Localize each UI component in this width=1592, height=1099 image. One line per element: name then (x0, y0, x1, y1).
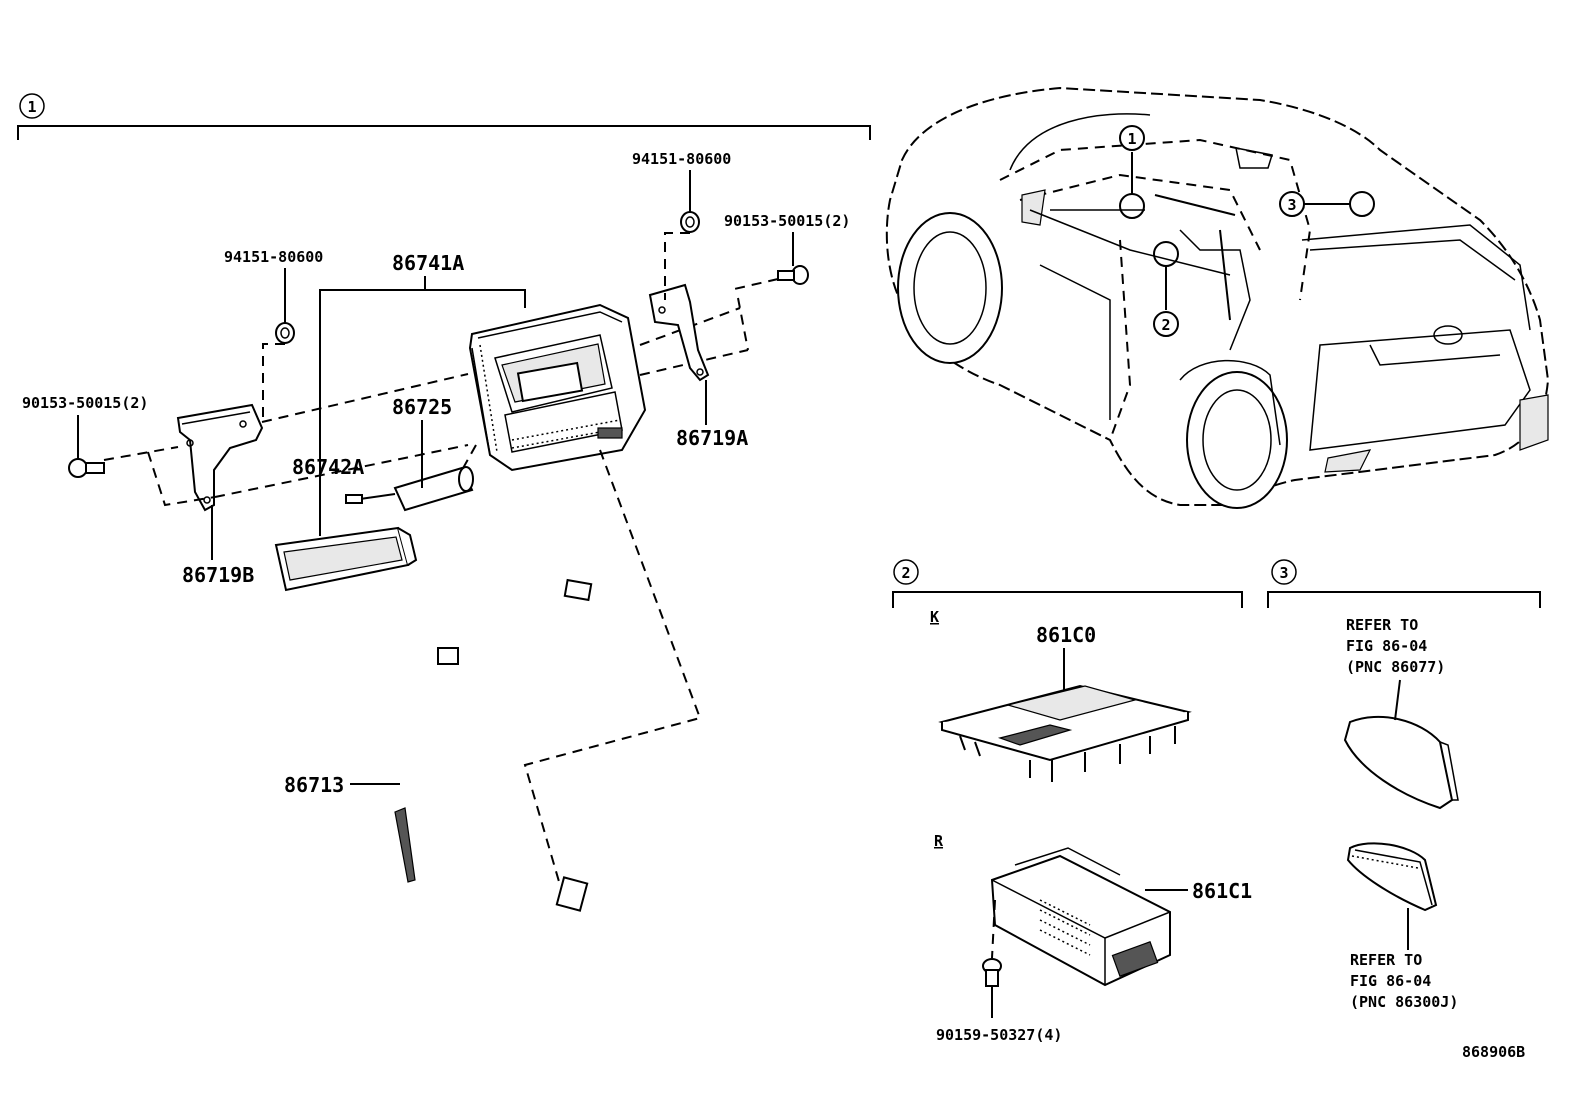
section-3-marker: 3 (1279, 564, 1288, 582)
bolt-90153-right[interactable] (777, 265, 809, 285)
bolt-90159[interactable] (982, 958, 1002, 987)
label-861c0: 861C0 (1036, 623, 1096, 647)
display-unit-86741a[interactable] (468, 303, 647, 472)
variant-r-label: R (934, 832, 944, 850)
reference-note-86077: REFER TO FIG 86-04 (PNC 86077) (1346, 616, 1445, 676)
label-86742a: 86742A (292, 455, 364, 479)
ref1-line1: REFER TO (1346, 616, 1418, 634)
ref2-line1: REFER TO (1350, 951, 1422, 969)
ref1-line3: (PNC 86077) (1346, 658, 1445, 676)
vehicle-callout-1-label: 1 (1127, 130, 1136, 148)
label-861c1: 861C1 (1192, 879, 1252, 903)
label-94151-left: 94151-80600 (224, 248, 323, 266)
label-86713: 86713 (284, 773, 344, 797)
section-3-header: 3 (1267, 559, 1541, 608)
section-2-marker: 2 (901, 564, 910, 582)
label-94151-top: 94151-80600 (632, 150, 731, 168)
bracket-86719b[interactable] (176, 403, 264, 512)
vehicle-illustration (885, 86, 1550, 509)
frame-86742a[interactable] (274, 526, 418, 592)
label-90153-left: 90153-50015(2) (22, 394, 148, 412)
ref2-line2: FIG 86-04 (1350, 972, 1431, 990)
label-86725: 86725 (392, 395, 452, 419)
bolt-90153-left[interactable] (68, 458, 105, 478)
clip-94151-left[interactable] (275, 322, 295, 344)
vehicle-callout-2: 2 (1153, 241, 1179, 337)
label-86741a: 86741A (392, 251, 464, 275)
label-90153-right: 90153-50015(2) (724, 212, 850, 230)
label-86719b: 86719B (182, 563, 254, 587)
vehicle-callout-3: 3 (1279, 191, 1375, 217)
reference-note-86300j: REFER TO FIG 86-04 (PNC 86300J) (1350, 951, 1458, 1011)
bracket-86719a[interactable] (648, 283, 710, 382)
section-1-header: 1 (17, 93, 871, 140)
antenna-86300j (1346, 842, 1438, 912)
module-861c1[interactable] (990, 847, 1171, 987)
module-861c0[interactable] (938, 684, 1192, 782)
figure-id: 868906B (1462, 1043, 1525, 1061)
vehicle-callout-3-label: 3 (1287, 196, 1296, 214)
vehicle-callout-1: 1 (1119, 125, 1145, 219)
variant-k-label: K (930, 608, 939, 626)
ref2-line3: (PNC 86300J) (1350, 993, 1458, 1011)
section-1-marker: 1 (27, 98, 36, 116)
label-86719a: 86719A (676, 426, 748, 450)
vehicle-callout-2-label: 2 (1161, 316, 1170, 334)
label-90159: 90159-50327(4) (936, 1026, 1062, 1044)
clip-94151-top[interactable] (680, 211, 700, 233)
ref1-line2: FIG 86-04 (1346, 637, 1427, 655)
module-86725[interactable] (345, 466, 474, 512)
antenna-86077 (1343, 715, 1459, 810)
harness-86713[interactable] (394, 578, 593, 960)
section-2-header: 2 (892, 559, 1243, 608)
